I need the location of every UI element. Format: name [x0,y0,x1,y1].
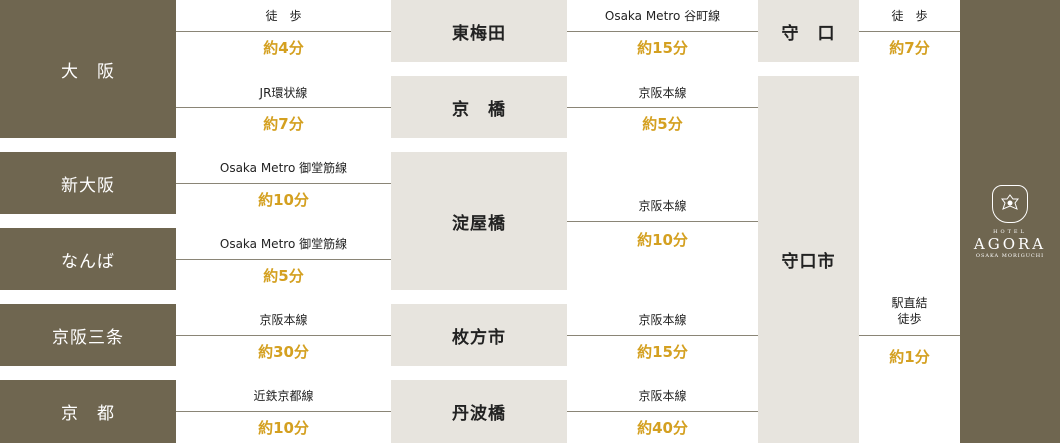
segment-time: 約15分 [637,343,688,361]
hotel-crest-icon [992,184,1028,223]
connector-line [859,335,960,336]
origin-shin-osaka: 新大阪 [0,152,176,214]
segment-time: 約10分 [637,231,688,249]
station-moriguchishi: 守口市 [758,76,859,443]
connector-line [176,31,391,32]
origin-keihan-sanjo: 京阪三条 [0,304,176,366]
segment-time: 約10分 [258,419,309,437]
connector-line [567,411,758,412]
segment-time: 約5分 [263,267,304,285]
segment-line-label: 徒 歩 [265,9,302,23]
station-hirakatashi-label: 枚方市 [452,327,506,348]
station-kyobashi-label: 京 橋 [452,99,506,120]
segment-line-label: 駅直結 [891,296,928,310]
origin-kyoto-label: 京 都 [61,404,115,424]
segment-line-label: 徒歩 [897,312,922,326]
segment-line-label: 京阪本線 [638,199,687,213]
origin-namba-label: なんば [61,251,115,272]
station-moriguchishi-label: 守口市 [781,252,836,272]
crest-emblem-icon [1001,193,1019,210]
connector-line [567,107,758,108]
station-tambabashi: 丹波橋 [391,380,567,443]
segment-line-label: 京阪本線 [638,313,687,327]
origin-kyoto: 京 都 [0,380,176,443]
segment-line-label: 京阪本線 [259,313,308,327]
segment-time: 約15分 [637,39,688,57]
segment-time: 約30分 [258,343,309,361]
hotel-agora-logo: HOTEL AGORA OSAKA MORIGUCHI [960,0,1060,443]
segment-time: 約10分 [258,191,309,209]
segment-time: 約1分 [889,348,930,366]
segment-line-label: 京阪本線 [638,86,687,100]
segment-line-label: 近鉄京都線 [253,389,314,403]
segment-line-label: Osaka Metro 御堂筋線 [219,237,348,251]
station-moriguchi-label: 守 口 [781,23,836,44]
station-hirakatashi: 枚方市 [391,304,567,366]
origin-keihan-sanjo-label: 京阪三条 [52,327,124,348]
connector-line [176,335,391,336]
station-kyobashi: 京 橋 [391,76,567,138]
origin-osaka-label: 大 阪 [61,61,115,82]
connector-line [567,335,758,336]
connector-line [176,411,391,412]
connector-line [176,107,391,108]
segment-line-label: Osaka Metro 御堂筋線 [219,161,348,175]
connector-line [567,31,758,32]
station-moriguchi: 守 口 [758,0,859,62]
segment-time: 約7分 [263,115,304,133]
segment-time: 約40分 [637,419,688,437]
segment-line-label: 京阪本線 [638,389,687,403]
segment-time: 約5分 [642,115,683,133]
origin-shin-osaka-label: 新大阪 [61,175,115,196]
segment-time: 約7分 [889,39,930,57]
origin-osaka: 大 阪 [0,0,176,138]
connector-line [567,221,758,222]
origin-namba: なんば [0,228,176,290]
station-yodoyabashi: 淀屋橋 [391,152,567,290]
segment-line-label: Osaka Metro 谷町線 [604,9,721,23]
connector-line [859,31,960,32]
station-higashi-umeda: 東梅田 [391,0,567,62]
hotel-name: AGORA [973,234,1047,253]
station-higashi-umeda-label: 東梅田 [452,23,506,44]
station-tambabashi-label: 丹波橋 [452,404,506,424]
station-yodoyabashi-label: 淀屋橋 [452,213,506,234]
hotel-label-small: HOTEL [993,228,1027,235]
segment-line-label: JR環状線 [259,86,308,100]
segment-line-label: 徒 歩 [891,9,928,23]
connector-line [176,259,391,260]
segment-time: 約4分 [263,39,304,57]
connector-line [176,183,391,184]
hotel-location: OSAKA MORIGUCHI [975,252,1045,259]
